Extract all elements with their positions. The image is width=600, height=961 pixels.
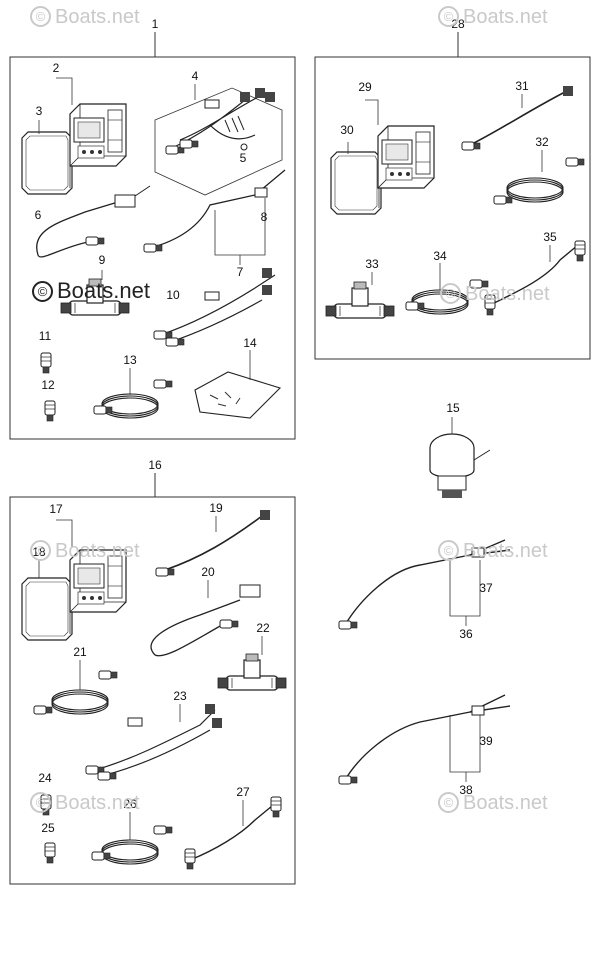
callout-8: 8 (261, 210, 268, 224)
callout-10: 10 (166, 288, 180, 302)
callout-32: 32 (535, 135, 549, 149)
coil-cable-26 (101, 839, 159, 865)
callout-20: 20 (201, 565, 215, 579)
callout-14: 14 (243, 336, 257, 350)
callout-27: 27 (236, 785, 250, 799)
coil-cable-21 (51, 689, 109, 715)
callout-35: 35 (543, 230, 557, 244)
terminator-11 (40, 352, 52, 374)
callout-1: 1 (152, 17, 159, 31)
callout-15: 15 (446, 401, 460, 415)
t-connector-22 (217, 653, 287, 691)
watermark: ©Boats.net (32, 278, 150, 304)
callout-3: 3 (36, 104, 43, 118)
callout-7: 7 (237, 265, 244, 279)
buzzer-15 (429, 433, 491, 498)
group-box-16 (9, 496, 296, 885)
watermark: ©Boats.net (438, 6, 548, 29)
callout-36: 36 (459, 627, 473, 641)
terminator-12 (44, 400, 56, 422)
callout-4: 4 (192, 69, 199, 83)
watermark: ©Boats.net (30, 6, 140, 29)
callout-17: 17 (49, 502, 63, 516)
callout-25: 25 (41, 821, 55, 835)
display-cover-30 (330, 151, 382, 215)
terminator-25 (44, 842, 56, 864)
callout-9: 9 (99, 253, 106, 267)
coil-cable-32 (506, 177, 564, 203)
callout-5: 5 (240, 151, 247, 165)
watermark: ©Boats.net (30, 792, 140, 815)
group-box-28 (314, 56, 591, 360)
callout-11: 11 (39, 329, 52, 343)
group-box-1 (9, 56, 296, 440)
callout-33: 33 (365, 257, 379, 271)
callout-2: 2 (53, 61, 60, 75)
callout-26: 26 (123, 797, 137, 811)
callout-12: 12 (41, 378, 55, 392)
callout-38: 38 (459, 783, 473, 797)
watermark: ©Boats.net (440, 283, 550, 306)
callout-13: 13 (123, 353, 137, 367)
callout-30: 30 (340, 123, 354, 137)
callout-21: 21 (73, 645, 87, 659)
watermark: ©Boats.net (30, 540, 140, 563)
callout-31: 31 (515, 79, 529, 93)
t-connector-33 (325, 281, 395, 319)
display-cover-18 (21, 577, 73, 641)
display-cover-3 (21, 131, 73, 195)
callout-29: 29 (358, 80, 372, 94)
display-unit-2 (69, 103, 127, 167)
callout-22: 22 (256, 621, 270, 635)
callout-34: 34 (433, 249, 447, 263)
callout-39: 39 (479, 734, 493, 748)
display-unit-29 (377, 125, 435, 189)
callout-37: 37 (479, 581, 493, 595)
callout-6: 6 (35, 208, 42, 222)
watermark: ©Boats.net (438, 792, 548, 815)
callout-24: 24 (38, 771, 52, 785)
callout-23: 23 (173, 689, 187, 703)
coil-cable-13 (101, 393, 159, 419)
callout-16: 16 (148, 458, 162, 472)
watermark: ©Boats.net (438, 540, 548, 563)
callout-19: 19 (209, 501, 223, 515)
